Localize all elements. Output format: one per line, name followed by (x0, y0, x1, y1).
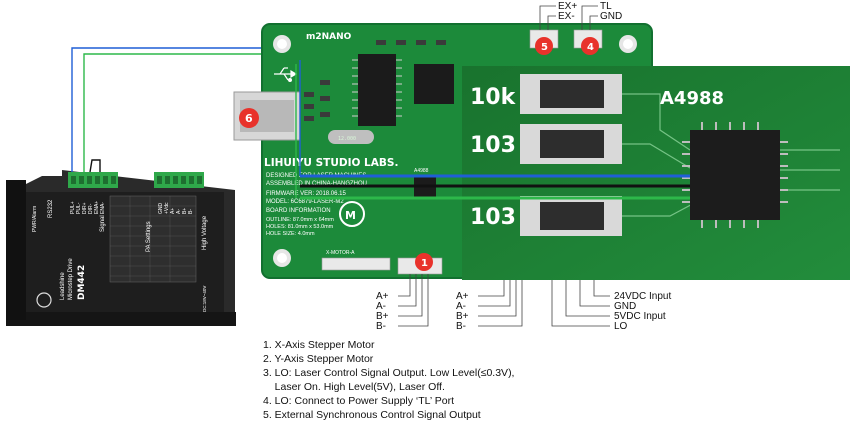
note-item: 4. LO: Connect to Power Supply ‘TL’ Port (263, 395, 455, 407)
svg-text:4: 4 (587, 42, 594, 53)
note-item: 3. LO: Laser Control Signal Output. Low … (263, 367, 515, 379)
svg-text:A-: A- (376, 301, 386, 312)
top-leader-lines (539, 5, 598, 30)
zoom-resistor-bot-label: 103 (470, 205, 516, 230)
crystal (328, 130, 374, 144)
bottom-leader-lines (398, 274, 610, 327)
svg-text:GND: GND (614, 301, 636, 312)
svg-text:B+: B+ (182, 208, 188, 214)
callout-4: 4 (581, 37, 599, 55)
svg-text:1: 1 (421, 258, 428, 269)
main-mcu-chip (358, 54, 396, 126)
board-info-title: BOARD INFORMATION (266, 208, 331, 214)
driver-signal-label: Signal (100, 215, 106, 232)
svg-text:PUL-: PUL- (76, 202, 82, 214)
board-firmware: FIRMWARE VER: 2018.06.15 (266, 191, 346, 197)
svg-text:A-: A- (176, 209, 182, 214)
zoom-resistor-top-label: 10k (470, 85, 517, 110)
notes-list: 1. X-Axis Stepper Motor 2. Y-Axis Steppe… (263, 338, 514, 422)
svg-text:A+: A+ (456, 291, 469, 302)
svg-text:B-: B- (376, 321, 386, 332)
board-hole-size: HOLE SIZE: 4.0mm (266, 231, 315, 237)
zoom-resistor-mid-label: 103 (470, 133, 516, 158)
driver-model: DM442 (77, 265, 87, 300)
svg-text:ENA-: ENA- (100, 202, 106, 214)
svg-text:A-: A- (456, 301, 466, 312)
board-model-line: MODEL: 6C6879-LASER-M2 (266, 199, 344, 205)
svg-text:ENA+: ENA+ (94, 201, 100, 214)
pin-labels-left: A+ A- B+ B- (376, 291, 389, 332)
label-tl: TL (600, 1, 612, 12)
zoom-resistors (520, 74, 622, 236)
zoom-a4988-label: A4988 (660, 88, 724, 109)
driver-pa-settings-label: PA Settings (146, 221, 152, 252)
note-item: 2. Y-Axis Stepper Motor (263, 353, 374, 365)
callout-5: 5 (535, 37, 553, 55)
label-gnd-top: GND (600, 11, 622, 22)
svg-text:A+: A+ (376, 291, 389, 302)
label-ex-minus: EX- (558, 11, 575, 22)
x-motor-connector-label: X-MOTOR-A (326, 250, 355, 256)
board-logo (339, 201, 365, 227)
note-item: Laser On. High Level(5V), Laser Off. (263, 381, 445, 393)
driver-dc-range: DC:18V~40V (202, 286, 207, 312)
driver-power-pins: GND +Vdc A+ A- B+ B- (158, 202, 194, 214)
svg-text:B+: B+ (376, 311, 389, 322)
board-logo-mark: M (345, 209, 356, 222)
svg-text:LO: LO (614, 321, 628, 332)
crystal-label: 12.000 (338, 136, 356, 142)
dip-switch-table (109, 195, 197, 283)
usb-controller-chip (414, 64, 454, 104)
note-item: 5. External Synchronous Control Signal O… (263, 409, 481, 421)
board-model-name: m2NANO (306, 32, 352, 42)
svg-text:24VDC Input: 24VDC Input (614, 291, 671, 302)
svg-text:DIR-: DIR- (88, 203, 94, 214)
svg-text:DIR+: DIR+ (82, 202, 88, 214)
svg-text:A+: A+ (170, 208, 176, 214)
driver-high-voltage-label: High Voltage (202, 215, 208, 250)
zoom-a4988-chip (690, 130, 780, 220)
svg-text:5VDC Input: 5VDC Input (614, 311, 666, 322)
usb-icon (274, 67, 298, 82)
leadshine-logo (36, 292, 52, 308)
x-motor-connector (321, 257, 391, 271)
svg-text:B+: B+ (456, 311, 469, 322)
board-holes: HOLES: 81.0mm x 53.0mm (266, 224, 334, 230)
svg-text:+Vdc: +Vdc (164, 202, 170, 214)
mounting-holes (273, 35, 637, 267)
label-ex-plus: EX+ (558, 1, 577, 12)
highlight-wires (295, 60, 690, 200)
onboard-a4988-label: A4988 (414, 168, 429, 174)
driver-rs232-label: RS232 (48, 199, 54, 218)
driver-signal-pins: PUL+ PUL- DIR+ DIR- ENA+ ENA- (70, 201, 106, 214)
pin-labels-mid: A+ A- B+ B- (456, 291, 469, 332)
svg-text:PUL+: PUL+ (70, 201, 76, 214)
stepper-driver: RS232 PWR/Alarm Signal PA Settings High … (6, 170, 236, 326)
driver-brand: Leadshine (60, 272, 66, 300)
callout-6: 6 (239, 108, 259, 128)
svg-text:B-: B- (456, 321, 466, 332)
board-maker: LIHUIYU STUDIO LABS. (264, 157, 398, 169)
board-assembled-in: ASSEMBLED IN CHINA-HANGZHOU (266, 181, 367, 187)
driver-subtitle: Microstep Drive (68, 258, 74, 300)
svg-text:5: 5 (541, 42, 548, 53)
callout-1: 1 (415, 253, 433, 271)
svg-text:GND: GND (158, 203, 164, 215)
note-item: 1. X-Axis Stepper Motor (263, 339, 375, 351)
svg-text:B-: B- (188, 209, 194, 214)
board-outline: OUTLINE: 87.0mm x 64mm (266, 217, 334, 223)
pin-labels-right: 24VDC Input GND 5VDC Input LO (614, 291, 671, 332)
driver-pwr-alarm-label: PWR/Alarm (32, 206, 38, 232)
svg-text:6: 6 (245, 112, 253, 125)
zoom-inset: 10k 103 103 A4988 (462, 66, 850, 280)
